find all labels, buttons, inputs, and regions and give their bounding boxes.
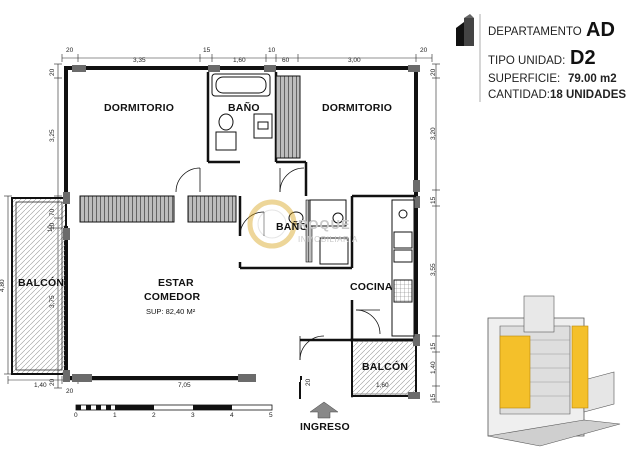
dim-right-2: 15 xyxy=(430,196,437,204)
dim-top-5: 60 xyxy=(282,57,290,64)
dim-right-3: 3,55 xyxy=(430,263,437,276)
dim-left-4: 3,75 xyxy=(49,295,56,308)
quantity-label: CANTIDAD: xyxy=(488,89,550,101)
surface-value: 79.00 m2 xyxy=(568,73,617,85)
scale-bar xyxy=(75,404,273,411)
dim-right-6: 15 xyxy=(430,393,437,401)
lower-bath-fixtures xyxy=(288,199,349,265)
dim-top-0: 20 xyxy=(66,47,74,54)
doors xyxy=(175,167,381,361)
unit-type-value: D2 xyxy=(570,47,596,69)
scale-label-5: 5 xyxy=(269,412,273,419)
dim-left-1: 3,25 xyxy=(49,129,56,142)
room-label-comedor: COMEDOR xyxy=(144,291,201,303)
windows xyxy=(63,65,420,399)
dim-right-1: 3,20 xyxy=(430,127,437,140)
left-balcony-area xyxy=(11,197,67,375)
right-balcony-area xyxy=(351,339,417,397)
brand-logo-mark xyxy=(456,14,474,46)
scale-label-4: 4 xyxy=(230,412,234,419)
watermark-brand-text: ROQUE xyxy=(298,217,351,232)
entrance-arrow xyxy=(309,401,339,419)
dim-right-5: 1,40 xyxy=(430,361,437,374)
top-dimension-lines xyxy=(61,54,433,62)
unit-type-label: TIPO UNIDAD: xyxy=(488,55,566,67)
department-value: AD xyxy=(586,19,615,41)
room-area-label: SUP: 82,40 M² xyxy=(146,307,196,316)
dim-top-6: 3,00 xyxy=(348,57,361,64)
room-label-cocina: COCINA xyxy=(350,281,393,293)
room-label-balcon-left: BALCÓN xyxy=(18,277,65,289)
room-label-estar: ESTAR xyxy=(158,277,194,289)
entrance-label: INGRESO xyxy=(300,421,350,433)
dim-bottom-0: 1,40 xyxy=(34,382,47,389)
room-label-balcon-right: BALCÓN xyxy=(362,361,409,373)
surface-label: SUPERFICIE: xyxy=(488,73,561,85)
right-dimension-lines xyxy=(432,63,440,403)
watermark-logo xyxy=(247,199,297,249)
scale-label-0: 0 xyxy=(74,412,78,419)
dim-left-2: 70 xyxy=(49,208,56,216)
dim-left-outer: 4,80 xyxy=(0,279,6,292)
wardrobe-right xyxy=(187,195,237,223)
scale-label-3: 3 xyxy=(191,412,195,419)
dim-top-7: 20 xyxy=(420,47,428,54)
watermark-sub-text: INMOBILIARIA xyxy=(298,235,358,244)
dim-bottom-2: 7,05 xyxy=(178,382,191,389)
dim-bottom-1: 20 xyxy=(66,388,74,395)
dim-top-3: 1,60 xyxy=(233,57,246,64)
scale-label-2: 2 xyxy=(152,412,156,419)
upper-bath-fixtures xyxy=(211,73,273,151)
dim-left-5: 20 xyxy=(49,378,56,386)
building-thumbnail xyxy=(487,295,621,447)
dim-bottom-3: 1,60 xyxy=(376,382,389,389)
wardrobe-left xyxy=(79,195,175,223)
dim-left-0: 20 xyxy=(49,68,56,76)
room-label-dormitorio-left: DORMITORIO xyxy=(104,102,175,114)
dim-bottom-4: 20 xyxy=(305,378,312,386)
note-ten: 10 xyxy=(48,225,54,232)
room-label-bano-lower: BAÑO xyxy=(276,221,308,233)
dim-top-1: 3,35 xyxy=(133,57,146,64)
kitchen-counter xyxy=(391,199,415,337)
dim-top-2: 15 xyxy=(203,47,211,54)
dim-right-4: 15 xyxy=(430,342,437,350)
room-label-dormitorio-right: DORMITORIO xyxy=(322,102,393,114)
quantity-value: 18 UNIDADES xyxy=(550,89,627,101)
unit-highlight-right xyxy=(571,325,589,409)
unit-highlight-left xyxy=(499,335,531,409)
dim-top-4: 10 xyxy=(268,47,276,54)
dim-right-0: 20 xyxy=(430,68,437,76)
scale-label-1: 1 xyxy=(113,412,117,419)
department-label: DEPARTAMENTO xyxy=(488,26,582,38)
room-label-bano-upper: BAÑO xyxy=(228,102,260,114)
shaft-hatch xyxy=(275,75,301,159)
